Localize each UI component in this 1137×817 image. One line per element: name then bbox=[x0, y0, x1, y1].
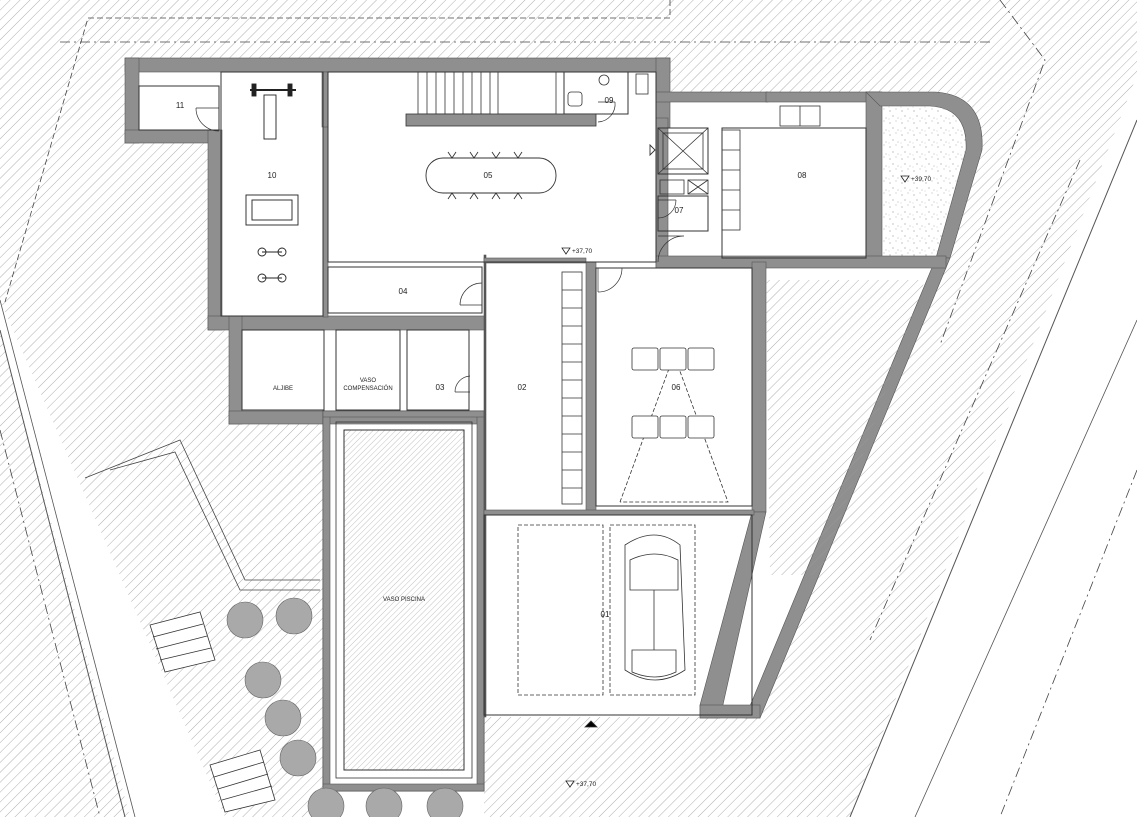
partitions bbox=[138, 71, 867, 716]
room-06-seating bbox=[619, 347, 729, 503]
gym-equipment bbox=[245, 83, 299, 283]
room-08-label: 08 bbox=[798, 171, 807, 180]
shaft-07 bbox=[657, 127, 709, 195]
room-01-label: 01 bbox=[601, 610, 610, 619]
staircase-central bbox=[561, 271, 583, 505]
room-07-label: 07 bbox=[675, 206, 684, 215]
room-03-label: 03 bbox=[436, 383, 445, 392]
room-02-label: 02 bbox=[518, 383, 527, 392]
room-05-label: 05 bbox=[484, 171, 493, 180]
level-garden-label: +39,70 bbox=[911, 176, 931, 183]
door-swings bbox=[195, 101, 685, 393]
vaso-piscina-label: VASO PISCINA bbox=[383, 597, 425, 603]
labels: 11 10 05 09 07 08 04 03 02 06 01 ALJIBE … bbox=[176, 96, 932, 788]
vaso-compensacion-label-2: COMPENSACIÓN bbox=[343, 385, 392, 392]
room-06-label: 06 bbox=[672, 383, 681, 392]
vaso-compensacion-label-1: VASO bbox=[360, 378, 377, 384]
room-10-label: 10 bbox=[268, 171, 277, 180]
outdoor-steps bbox=[84, 439, 320, 813]
room-11-label: 11 bbox=[176, 101, 185, 110]
room-09-label: 09 bbox=[605, 96, 614, 105]
staircase-north bbox=[405, 71, 597, 127]
closet-08 bbox=[721, 105, 821, 231]
room-04-label: 04 bbox=[399, 287, 408, 296]
aljibe-label: ALJIBE bbox=[273, 386, 293, 392]
pool bbox=[335, 421, 473, 779]
garage-parking bbox=[517, 524, 696, 728]
garden-gravel bbox=[766, 106, 967, 575]
level-exterior-label: +37,70 bbox=[576, 781, 596, 788]
level-markers bbox=[561, 175, 910, 788]
toilet-09 bbox=[567, 73, 649, 107]
building-footprint bbox=[125, 58, 981, 817]
dining-table bbox=[425, 143, 656, 200]
landscaping bbox=[226, 597, 464, 817]
level-interior-label: +37,70 bbox=[572, 248, 592, 255]
